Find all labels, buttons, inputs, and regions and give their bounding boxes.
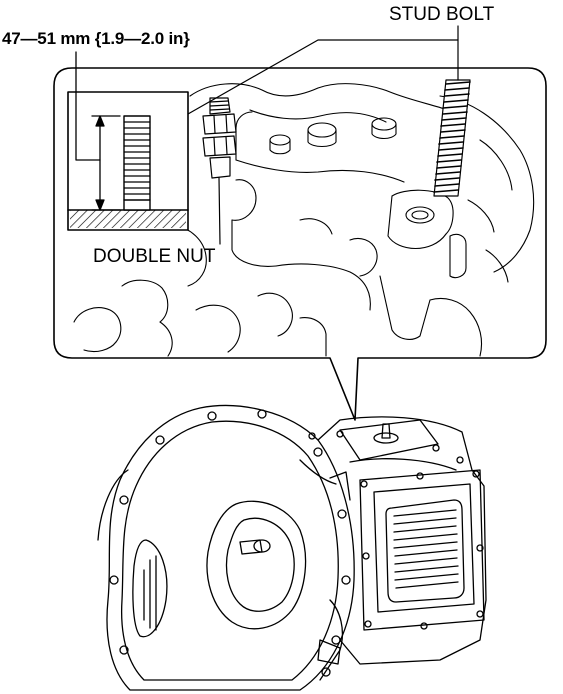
torque-spec-label: 47—51 mm {1.9—2.0 in} xyxy=(2,29,190,48)
detail-callout-bubble xyxy=(53,67,547,421)
housing-detail-lines xyxy=(73,83,535,357)
double-nut-illustration xyxy=(202,97,237,245)
double-nut-label: DOUBLE NUT xyxy=(93,246,216,267)
inset-dimension-box xyxy=(67,51,189,231)
stud-bolt-label: STUD BOLT xyxy=(389,4,495,25)
stud-bolt-illustration xyxy=(433,79,471,197)
leader-lines xyxy=(187,25,459,115)
transmission-assembly xyxy=(97,404,487,691)
